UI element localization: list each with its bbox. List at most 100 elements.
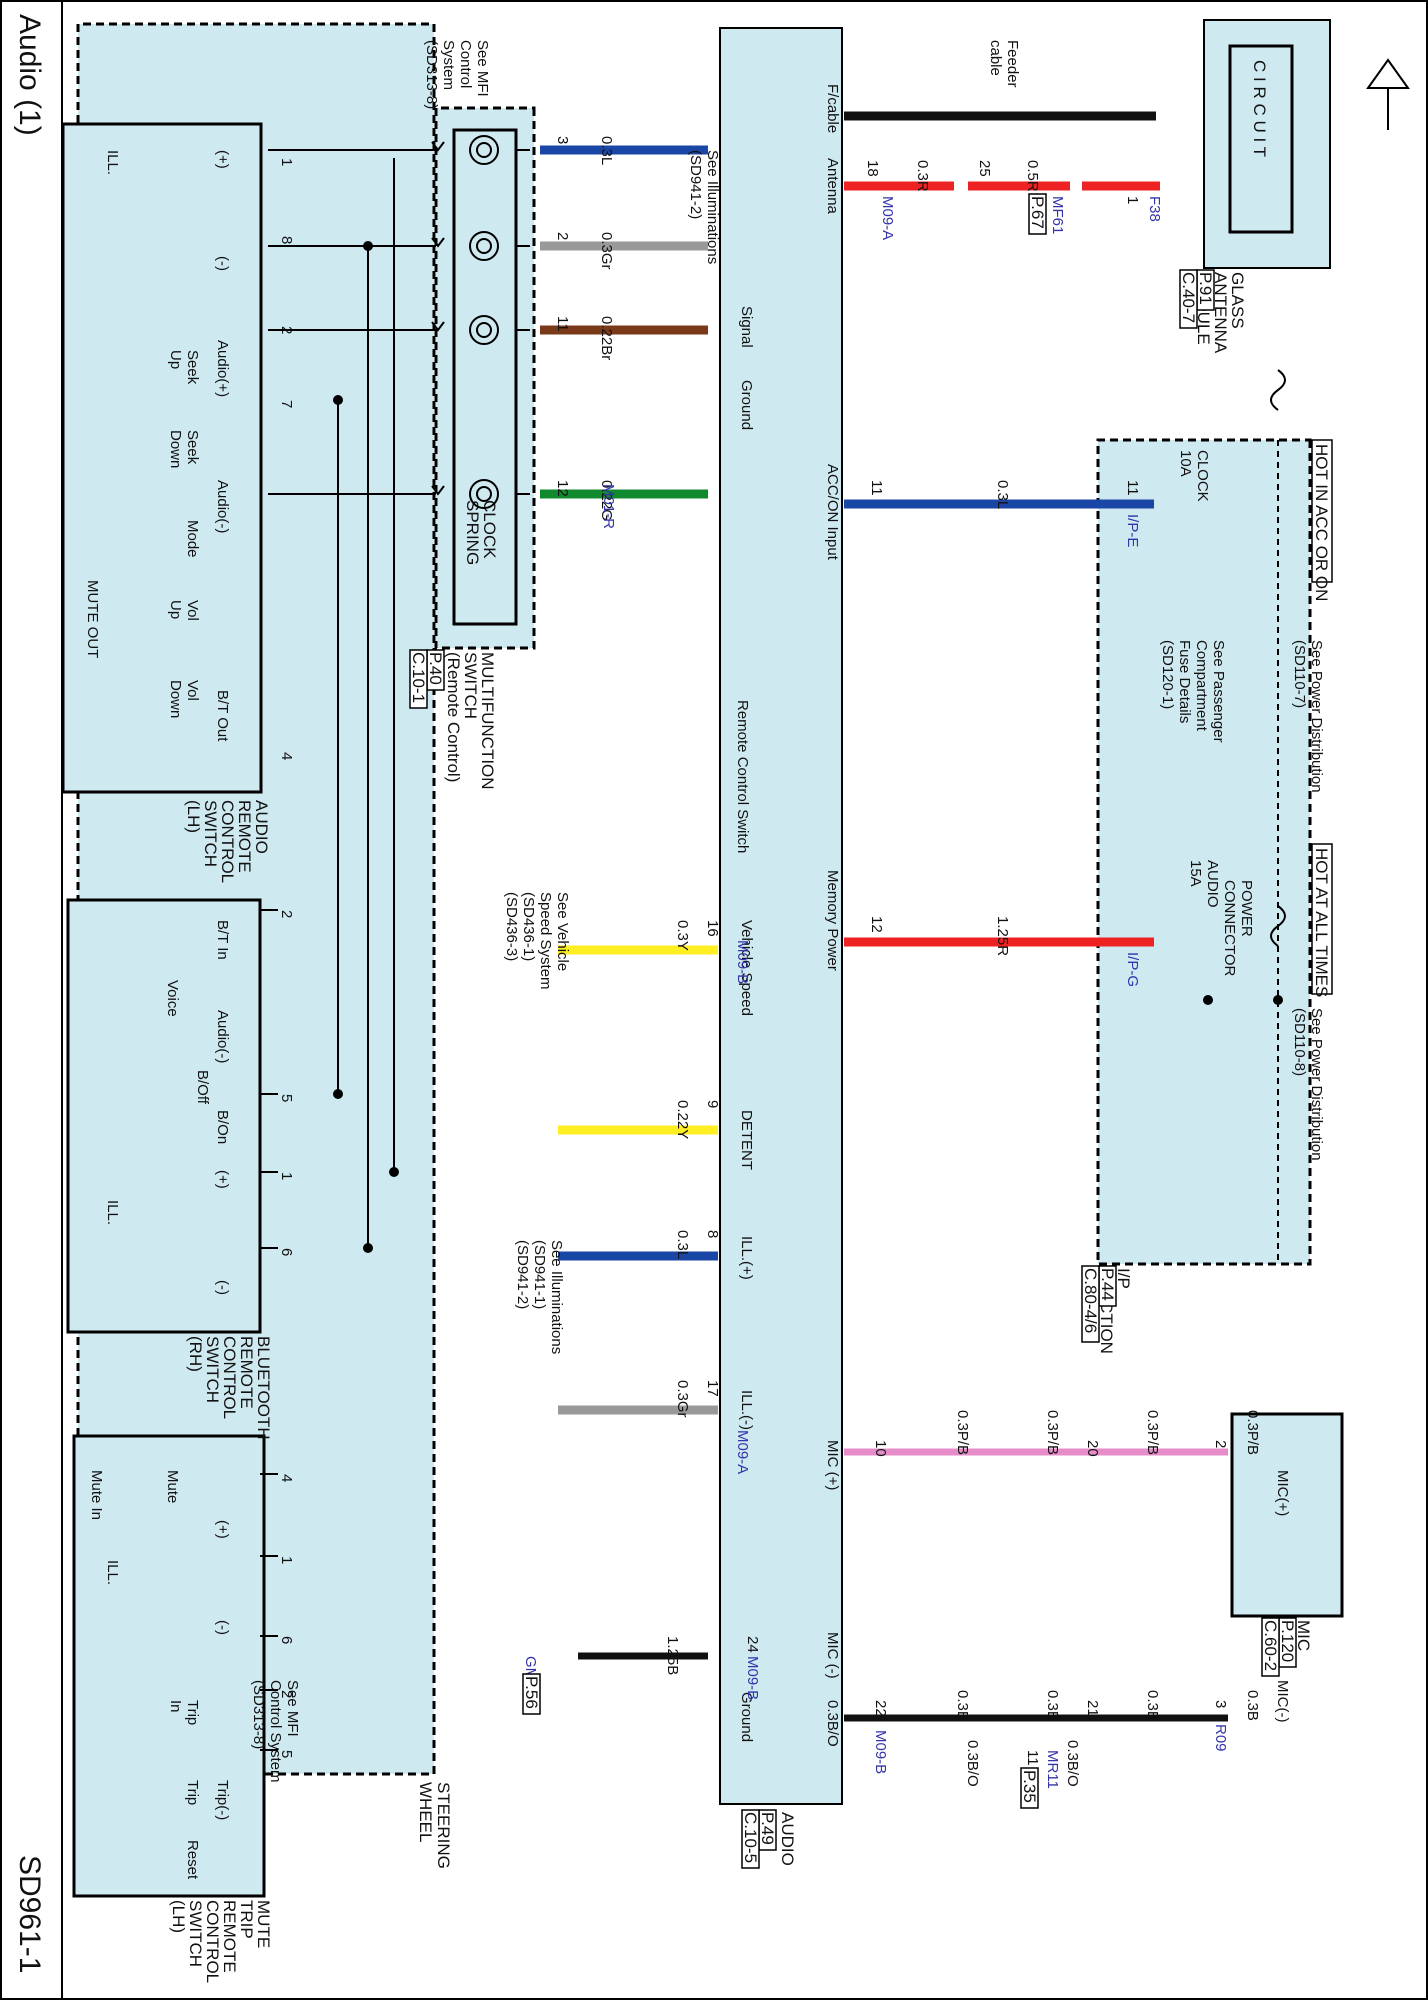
gauge-ill-minus: 0.3Gr bbox=[674, 1380, 691, 1418]
sw-lh-pin-2: 8 bbox=[278, 236, 295, 244]
see-mfi-top-2: Control bbox=[457, 40, 474, 88]
b-off: B/Off bbox=[194, 1070, 211, 1105]
p67-1: P.67 bbox=[1028, 196, 1047, 229]
bluetooth-remote-switch-box bbox=[66, 898, 262, 1334]
mic-ref-1: P.120 bbox=[1278, 1620, 1297, 1662]
gauge-b-3: 0.3B bbox=[1044, 1690, 1061, 1721]
pin-acc-18: 11 bbox=[1124, 480, 1141, 496]
glass-antenna-label-2: ANTENNA bbox=[1211, 272, 1230, 354]
gauge-03r: 0.3R bbox=[914, 160, 931, 192]
see-illum-top-1: See Illuminations bbox=[704, 150, 721, 264]
audio-remote-label-5: (LH) bbox=[184, 800, 203, 833]
feeder-label-1: Feeder bbox=[1004, 40, 1021, 88]
clock-fuse-symbol bbox=[1270, 369, 1286, 411]
sw-lh-pin-1: 1 bbox=[278, 158, 295, 166]
multifunction-label-2: SWITCH bbox=[461, 652, 480, 719]
gauge-ill-plus: 0.3L bbox=[674, 1230, 691, 1259]
mute-trip-label-4: CONTROL bbox=[203, 1900, 222, 1983]
ipjb-ref-2: C.80-4/6 bbox=[1081, 1268, 1100, 1333]
bt-remote-label-2: REMOTE bbox=[237, 1336, 256, 1409]
gauge-acc: 0.3L bbox=[994, 480, 1011, 509]
trip-minus: Trip(-) bbox=[214, 1780, 231, 1820]
audio-minus-bt: Audio(-) bbox=[214, 1010, 231, 1063]
pin-clock-4: 12 bbox=[554, 480, 571, 497]
gauge-clock-4: 0.22G bbox=[598, 480, 615, 521]
mute: Mute bbox=[164, 1470, 181, 1503]
see-vehicle-speed-2: Speed System bbox=[537, 892, 554, 990]
see-pass-2: Compartment bbox=[1193, 640, 1210, 732]
see-illum-mid-1: See Illuminations bbox=[548, 1240, 565, 1354]
reset: Reset bbox=[184, 1840, 201, 1880]
antenna-icon bbox=[1366, 58, 1410, 89]
audio-pin-1: F/cable bbox=[824, 84, 841, 133]
see-vehicle-speed-1: See Vehicle bbox=[554, 892, 571, 971]
sw-mt-pin-4: 2 bbox=[278, 1690, 295, 1698]
audio-fuse-label-2: 15A bbox=[1187, 860, 1204, 887]
clock-coil-4-inner bbox=[476, 486, 492, 502]
plus-mt: (+) bbox=[214, 1520, 231, 1539]
chev-cs-2 bbox=[431, 237, 445, 248]
gauge-vspeed: 0.3Y bbox=[674, 920, 691, 951]
clock-coil-2 bbox=[469, 231, 499, 261]
see-vehicle-speed-3: (SD436-1) bbox=[520, 892, 537, 961]
multifunction-ref-box-2 bbox=[409, 649, 428, 709]
audio-pin-3: Signal bbox=[738, 306, 755, 348]
bt-remote-label-3: CONTROL bbox=[220, 1336, 239, 1419]
sw-lh-pin-5: 4 bbox=[278, 752, 295, 760]
mic-box bbox=[1230, 1412, 1344, 1618]
power-connector-label-2: CONNECTOR bbox=[1221, 880, 1238, 977]
mute-trip-label-5: SWITCH bbox=[186, 1900, 205, 1967]
multifunction-ref-2: C.10-1 bbox=[409, 652, 428, 703]
seek-down-1: Seek bbox=[184, 430, 201, 465]
bt-out: B/T Out bbox=[214, 690, 231, 742]
see-power-1-2: (SD110-7) bbox=[1291, 640, 1308, 708]
audio-ref-box-2 bbox=[741, 1809, 760, 1869]
sw-lh-pin-4: 7 bbox=[278, 400, 295, 408]
vol-down-2: Down bbox=[167, 680, 184, 718]
gauge-05r: 0.5R bbox=[1024, 160, 1041, 192]
mic-ref-2: C.60-2 bbox=[1261, 1620, 1280, 1671]
bt-in: B/T In bbox=[214, 920, 231, 960]
glass-antenna-ref-box-2 bbox=[1179, 269, 1198, 329]
mic-minus-label-1: MIC(-) bbox=[1274, 1680, 1291, 1722]
audio-pin-5: ACC/ON Input bbox=[824, 464, 841, 561]
plus-lh: (+) bbox=[214, 150, 231, 169]
gauge-b-2: 0.3B bbox=[1144, 1690, 1161, 1721]
junction-power-2 bbox=[1203, 995, 1213, 1005]
see-power-1-1: See Power Distribution bbox=[1308, 640, 1325, 793]
audio-remote-label-2: REMOTE bbox=[235, 800, 254, 873]
sw-mt-pin-2: 1 bbox=[278, 1556, 295, 1564]
sw-bt-pin-4: 6 bbox=[278, 1248, 295, 1256]
audio-pin-4: Ground bbox=[738, 380, 755, 430]
bt-remote-label-5: (RH) bbox=[186, 1336, 205, 1372]
pin-detent: 9 bbox=[704, 1100, 721, 1108]
gauge-clock-1: 0.3L bbox=[598, 136, 615, 165]
clock-coil-4 bbox=[469, 479, 499, 509]
p56-1: P.56 bbox=[522, 1676, 541, 1709]
pin-mic-20: 20 bbox=[1084, 1440, 1101, 1457]
audio-pin-6: Memory Power bbox=[824, 870, 841, 971]
seek-up-1: Seek bbox=[184, 350, 201, 385]
dynamic-layer: GLASSANTENNAMODULEP.91C.40-7C I R C U I … bbox=[84, 40, 1410, 1983]
conn-m09b-vs: M09-B bbox=[734, 940, 751, 984]
audio-plus-lh: Audio(+) bbox=[214, 340, 231, 397]
seek-up-2: Up bbox=[167, 350, 184, 369]
clock-fuse-label-2: 10A bbox=[1177, 450, 1194, 477]
p67-box-1 bbox=[1028, 193, 1047, 235]
ill-mt: ILL. bbox=[104, 1560, 121, 1585]
sw-mt-pin-1: 4 bbox=[278, 1474, 295, 1482]
seek-down-2: Down bbox=[167, 430, 184, 468]
vol-up-1: Vol bbox=[184, 600, 201, 621]
see-power-2-1: See Power Distribution bbox=[1308, 1008, 1325, 1161]
p35-1: P.35 bbox=[1020, 1770, 1039, 1803]
pin-mr11-11: 11 bbox=[1024, 1750, 1041, 1766]
bt-remote-label-1: BLUETOOTH bbox=[254, 1336, 273, 1440]
pin-18: 18 bbox=[864, 160, 881, 177]
audio-pin-13: Ground bbox=[738, 1692, 755, 1742]
pin-clock-2: 2 bbox=[554, 232, 571, 240]
pin-mf61: 25 bbox=[976, 160, 993, 177]
glass-antenna-ref-2: C.40-7 bbox=[1179, 272, 1198, 323]
pin-clock-3: 11 bbox=[554, 316, 571, 332]
b-on: B/On bbox=[214, 1110, 231, 1144]
